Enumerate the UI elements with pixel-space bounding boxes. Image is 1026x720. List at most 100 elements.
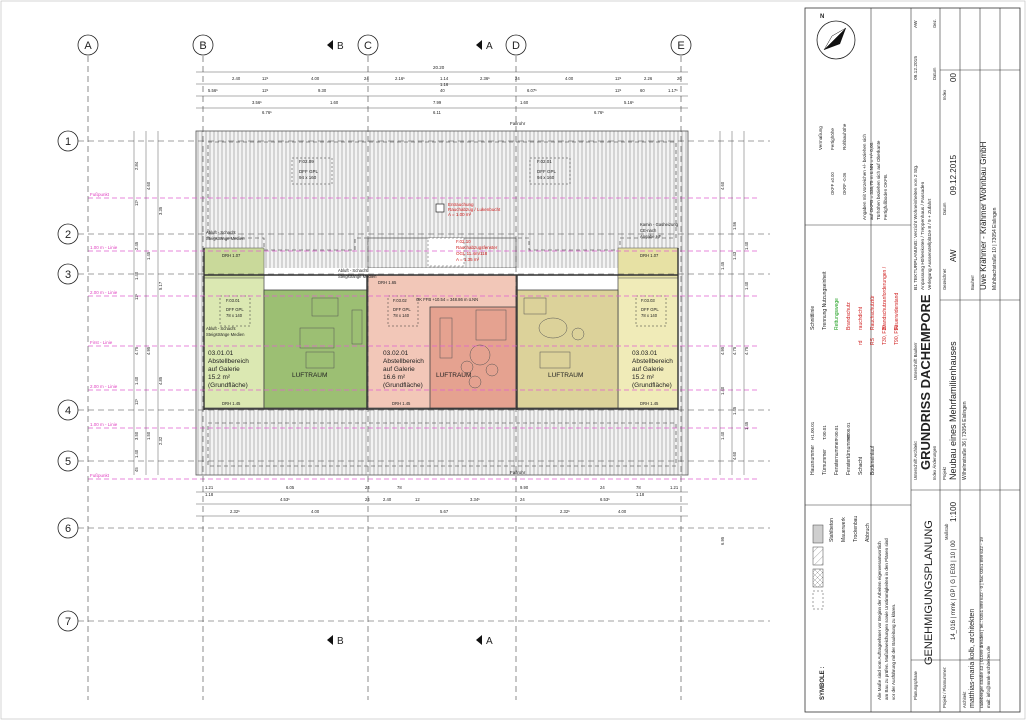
svg-text:2.32: 2.32 (158, 436, 163, 445)
okffb-label: OK FFB +10.54 = 348.86 m ü.NN (416, 297, 478, 302)
grid-column-bubble (505, 34, 527, 56)
svg-text:Bodeneinlauf: Bodeneinlauf (870, 445, 876, 475)
svg-text:7.99: 7.99 (433, 100, 442, 105)
svg-text:DFF GPL: DFF GPL (393, 307, 411, 312)
drh-label-1: DRH 1.07 (222, 253, 241, 258)
heights-symbol-2: Fertighöhe (830, 128, 835, 150)
svg-text:20.20: 20.20 (433, 65, 445, 70)
svg-text:24: 24 (515, 76, 520, 81)
svg-text:Trockenbau: Trockenbau (853, 516, 859, 542)
svg-text:78: 78 (636, 485, 641, 490)
svg-text:3.35: 3.35 (158, 206, 163, 215)
abluft-annotation-center: Abluft - Schacht Steigstränge Medien (338, 268, 377, 279)
svg-text:12⁵: 12⁵ (262, 88, 269, 93)
svg-text:2.32⁵: 2.32⁵ (560, 509, 570, 514)
project-number-label: Projekt / Plannummer: (942, 667, 947, 708)
svg-text:1.45: 1.45 (732, 406, 737, 415)
permit-title: GENEHMIGUNGSPLANUNG (923, 520, 935, 665)
svg-text:Abluft - Schacht: Abluft - Schacht (206, 230, 236, 235)
svg-text:03.03.01: 03.03.01 (632, 350, 658, 357)
svg-text:4.00: 4.00 (565, 76, 574, 81)
grid-column-label: E (677, 40, 684, 52)
drawing-area: 03.01.01 Abstellbereich auf Galerie 15.2… (57, 34, 770, 700)
section-arrow-icon (476, 635, 482, 645)
svg-text:rd: rd (858, 340, 864, 345)
svg-text:15.2 m²: 15.2 m² (632, 374, 655, 381)
room-03-01-01 (203, 274, 265, 409)
bottom-dimensions: 1.21 6.05 24 78 9.90 24 78 1.21 1.18 1.1… (196, 485, 688, 517)
svg-text:4.75: 4.75 (744, 346, 749, 355)
svg-text:40: 40 (440, 88, 445, 93)
grid-row-bubble (57, 517, 79, 539)
luftraum-label-3: LUFTRAUM (548, 372, 583, 379)
svg-text:12⁵: 12⁵ (615, 88, 622, 93)
svg-text:auf Galerie: auf Galerie (632, 366, 664, 373)
section-arrow-icon (476, 40, 482, 50)
svg-text:4.60: 4.60 (720, 181, 725, 190)
room-label-2: 03.02.01 Abstellbereich auf Galerie 16.6… (383, 350, 424, 389)
grid-row-label: 2 (65, 229, 71, 241)
ridge-label-top: Fallrohr (510, 121, 526, 126)
north-arrow-icon (816, 20, 856, 60)
svg-text:78 x 140: 78 x 140 (226, 313, 243, 318)
svg-text:Rettungswege: Rettungswege (834, 298, 840, 330)
svg-text:1.21: 1.21 (670, 485, 679, 490)
svg-text:CE-nach: CE-nach (640, 228, 657, 233)
svg-text:5.67: 5.67 (440, 509, 449, 514)
svg-text:A = 1.00 m²: A = 1.00 m² (448, 212, 472, 217)
svg-text:3.56⁵: 3.56⁵ (252, 100, 262, 105)
project-title-label: Projekt (942, 466, 947, 480)
grid-column-label: C (364, 40, 372, 52)
drh-label-2: DRH 1.65 (378, 280, 397, 285)
grid-row-bubble (57, 610, 79, 632)
svg-text:1.60: 1.60 (520, 100, 529, 105)
changes-label: Index Änderungen (932, 445, 937, 480)
svg-text:1.45: 1.45 (744, 421, 749, 430)
grid-row-label: 6 (65, 523, 71, 535)
window-f-02-09: F.02.09 DFF GPL 94 x 160 (291, 157, 333, 185)
svg-text:Steigstränge Medien: Steigstränge Medien (338, 274, 377, 279)
svg-text:2.40: 2.40 (232, 76, 241, 81)
room-label-1: 03.01.01 Abstellbereich auf Galerie 15.2… (208, 350, 249, 389)
grid-column-bubble (670, 34, 692, 56)
section-label: A (486, 41, 493, 52)
svg-text:DFF GPL: DFF GPL (537, 169, 556, 174)
svg-text:6.07⁵: 6.07⁵ (527, 88, 537, 93)
svg-text:1.40: 1.40 (720, 431, 725, 440)
svg-text:6.53⁵: 6.53⁵ (600, 497, 610, 502)
svg-text:4.00: 4.00 (311, 76, 320, 81)
room-label-3: 03.03.01 Abstellbereich auf Galerie 15.2… (632, 350, 673, 389)
svg-text:Entrauchung: Entrauchung (448, 202, 474, 207)
svg-text:Hausnummer: Hausnummer (810, 445, 816, 475)
svg-text:T30, F30: T30, F30 (882, 325, 888, 345)
svg-text:Feuerwiderstand: Feuerwiderstand (894, 293, 900, 330)
svg-text:2.36⁵: 2.36⁵ (480, 76, 490, 81)
title-block: N SYMBOLE : Stahlbeton Mauerwerk Trocken… (804, 7, 1021, 713)
svg-text:4.60: 4.60 (732, 451, 737, 460)
grid-column-label: A (84, 40, 92, 52)
svg-text:DFF GPL: DFF GPL (299, 169, 318, 174)
svg-text:Kamin - Gasheizung: Kamin - Gasheizung (640, 222, 679, 227)
scale-value: 1:100 (949, 501, 958, 522)
svg-text:4.60: 4.60 (146, 181, 151, 190)
svg-text:1.40: 1.40 (720, 386, 725, 395)
svg-text:5.56⁵: 5.56⁵ (208, 88, 218, 93)
svg-text:4.75: 4.75 (732, 346, 737, 355)
luftraum-2 (429, 306, 517, 409)
heights-symbol-1: Vermaßung (818, 126, 823, 150)
svg-text:A = 1.35 m²: A = 1.35 m² (456, 257, 480, 262)
svg-text:6.11: 6.11 (433, 110, 442, 115)
svg-text:78 x 140: 78 x 140 (393, 313, 410, 318)
svg-text:1.50: 1.50 (146, 431, 151, 440)
svg-text:3.50: 3.50 (134, 431, 139, 440)
svg-text:2.40: 2.40 (383, 497, 392, 502)
signature-architect: Unterschrift Architekt (913, 441, 918, 480)
drawn-value: AW (949, 249, 958, 262)
drh-label-3: DRH 1.07 (640, 253, 659, 258)
svg-text:Brandschutz: Brandschutz (846, 302, 852, 330)
height-value-1: OKFF ±0.00 (830, 172, 835, 195)
svg-text:FT.00.01: FT.00.01 (846, 422, 851, 440)
datum-small: Datum (932, 67, 937, 80)
window-f-02-01: F.02.01 DFF GPL 94 x 160 (529, 157, 571, 185)
